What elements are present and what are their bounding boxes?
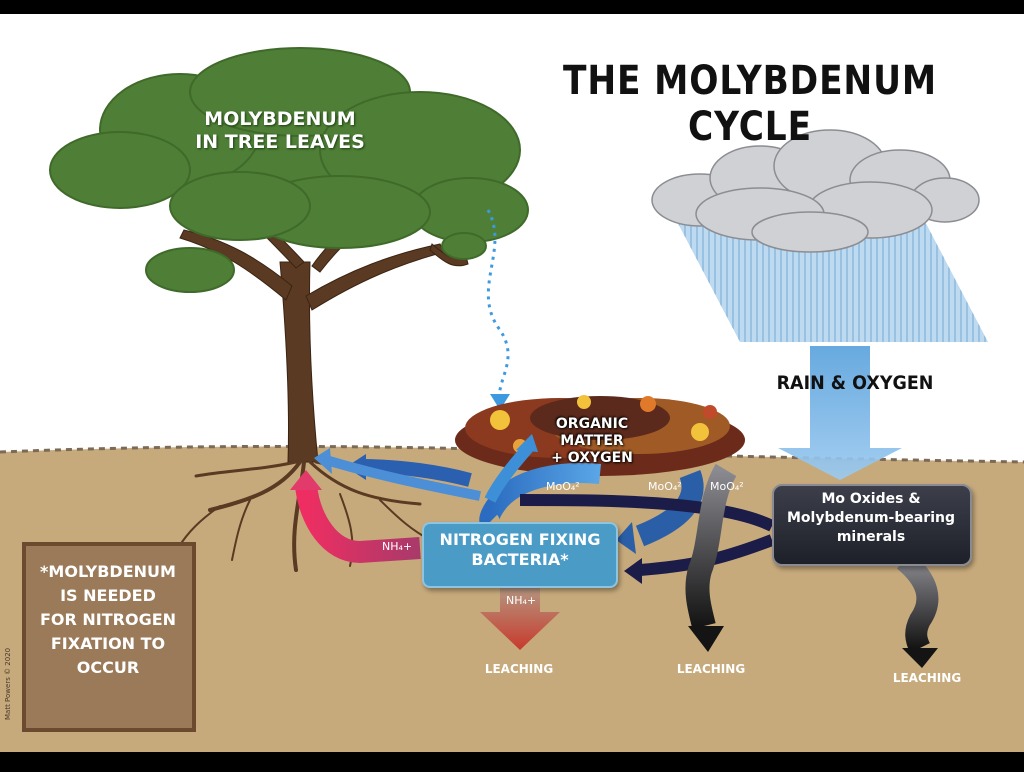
organic-matter-label: ORGANIC MATTER + OXYGEN: [532, 416, 652, 466]
molybdate-up-arrowhead: [516, 434, 538, 452]
tree-label-line-2: IN TREE LEAVES: [195, 130, 365, 153]
mo-box-line-1: Mo Oxides &: [821, 491, 921, 507]
note-line-2: IS NEEDED: [60, 586, 156, 605]
molybdate-bacteria-arrowhead: [616, 522, 636, 554]
molybdate-label-1: MoO₄²: [546, 480, 580, 493]
mo-box-line-3: minerals: [836, 528, 906, 545]
mo-oxides-minerals-box: [772, 484, 972, 566]
molybdate-leaching-arrowhead: [688, 626, 724, 652]
leaf-fall-arrowhead: [490, 394, 510, 410]
molybdate-up-flow: [484, 444, 533, 503]
mineral-leaching-arrowhead: [902, 648, 938, 668]
molybdate-label-2: MoO₄²: [648, 480, 682, 493]
ammonium-label-down: NH₄+: [506, 594, 537, 607]
molybdate-root-arrowhead-2: [314, 448, 332, 474]
molybdate-to-roots-flow: [359, 459, 472, 487]
leaching-label-2: LEACHING: [676, 662, 746, 676]
rain-oxygen-arrow: [778, 346, 902, 480]
mo-oxides-minerals-label: Mo Oxides & Molybdenum-bearing minerals: [774, 490, 968, 547]
note-line-5: OCCUR: [76, 658, 140, 677]
mineral-bacteria-arrowhead: [624, 558, 642, 584]
molybdenum-note-text: *MOLYBDENUM IS NEEDED FOR NITROGEN FIXAT…: [26, 560, 190, 680]
nitrogen-leaching-arrow: [480, 585, 560, 650]
leaching-label-3: LEACHING: [892, 671, 962, 685]
organic-label-line-2: + OXYGEN: [551, 449, 633, 466]
mineral-leaching-flow: [896, 551, 939, 653]
rain-streaks: [672, 212, 988, 342]
note-line-4: FIXATION TO: [50, 634, 166, 653]
tree-foliage: [49, 47, 529, 293]
nitrogen-fixing-bacteria-box: [422, 522, 618, 588]
tree-label-line-1: MOLYBDENUM: [204, 108, 356, 130]
mo-box-line-2: Molybdenum-bearing: [787, 509, 955, 526]
molybdate-flow-1: [479, 463, 601, 530]
bacteria-label-line-1: NITROGEN FIXING: [439, 530, 601, 549]
leaf-fall-arrow: [486, 209, 510, 401]
ammonium-arrowhead: [290, 470, 322, 490]
leaf-litter-pile: [455, 395, 745, 476]
note-line-1: *MOLYBDENUM: [40, 562, 176, 581]
author-credit: Matt Powers © 2020: [4, 647, 12, 720]
molybdenum-note-box: [22, 542, 196, 732]
ammonium-label-left: NH₄+: [382, 540, 413, 553]
note-line-3: FOR NITROGEN: [39, 610, 177, 629]
bacteria-label-line-2: BACTERIA*: [471, 550, 569, 569]
nitrogen-fixing-bacteria-label: NITROGEN FIXING BACTERIA*: [422, 530, 618, 570]
molybdate-label-3: MoO₄²: [710, 480, 744, 493]
diagram-title: THE MOLYBDENUM CYCLE: [563, 58, 937, 150]
molybdate-leaching-flow: [685, 463, 737, 629]
leaching-label-1: LEACHING: [484, 662, 554, 676]
molybdate-to-roots-flow-2: [324, 455, 481, 501]
organic-label-line-1: ORGANIC MATTER: [555, 416, 629, 449]
ammonium-to-roots-arrow: [295, 484, 421, 564]
cloud-icon: [651, 129, 980, 253]
mineral-flow-1: [519, 494, 775, 532]
rain-oxygen-label: RAIN & OXYGEN: [776, 372, 934, 394]
tree-leaves-label: MOLYBDENUM IN TREE LEAVES: [195, 108, 365, 154]
